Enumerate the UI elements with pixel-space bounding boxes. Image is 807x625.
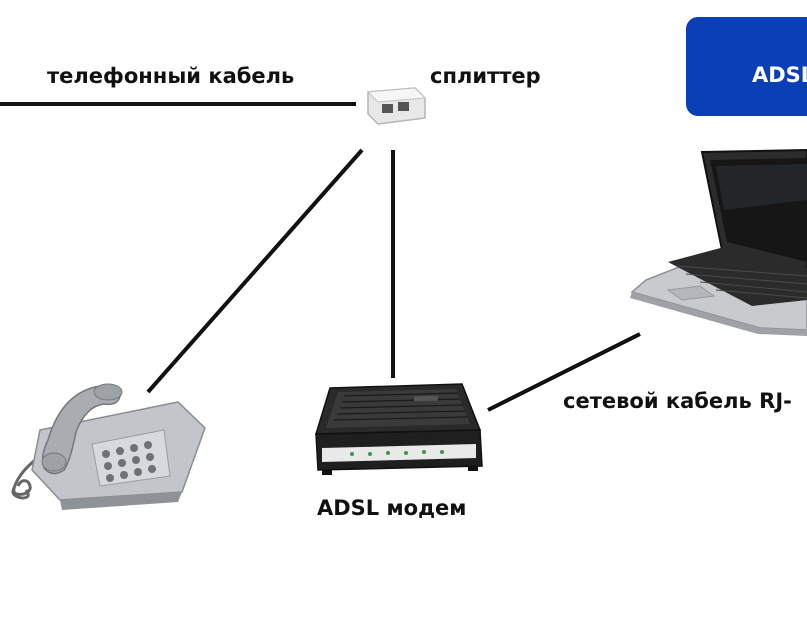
- splitter-icon: [356, 62, 428, 148]
- adsl-modem-icon: [314, 383, 483, 475]
- modem-label: ADSL модем: [317, 496, 467, 520]
- laptop-icon: [630, 148, 807, 336]
- modem-to-laptop-line: [487, 332, 641, 412]
- adsl-banner: ADSL: [686, 17, 807, 116]
- splitter-to-phone-line: [146, 148, 364, 394]
- network-cable-label: сетевой кабель RJ-: [563, 389, 792, 413]
- phone-cable-label: телефонный кабель: [47, 64, 295, 88]
- adsl-banner-text: ADSL: [752, 63, 807, 87]
- telephone-icon: [11, 383, 206, 510]
- splitter-label: сплиттер: [430, 64, 541, 88]
